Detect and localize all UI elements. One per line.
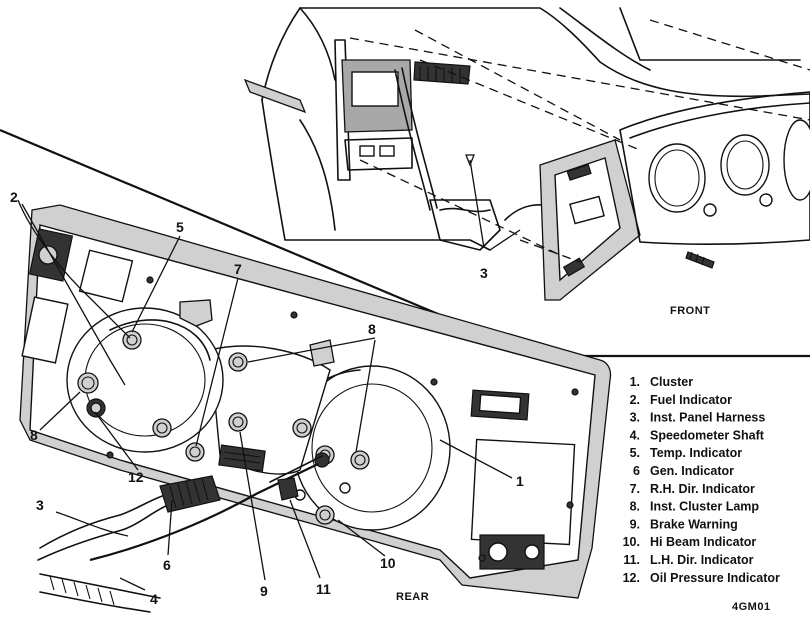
legend-number: 9.	[630, 517, 640, 531]
callout-8-left: 8	[30, 427, 38, 443]
legend-number: 3.	[630, 411, 640, 425]
legend-number: 7.	[630, 482, 640, 496]
legend-number: 2.	[630, 393, 640, 407]
rear-view	[17, 199, 612, 613]
callout-3-rear: 3	[36, 497, 44, 513]
front-label: FRONT	[670, 305, 710, 317]
legend-label: Brake Warning	[650, 517, 738, 531]
legend-number: 10.	[623, 535, 640, 549]
legend-label: Inst. Cluster Lamp	[650, 500, 759, 514]
legend-number: 6	[633, 464, 640, 478]
callout-4: 4	[150, 591, 158, 607]
legend-number: 8.	[630, 500, 640, 514]
legend-label: Oil Pressure Indicator	[650, 571, 780, 585]
legend-label: L.H. Dir. Indicator	[650, 553, 754, 567]
callout-12: 12	[128, 469, 144, 485]
figure-code: 4GM01	[732, 601, 771, 613]
callout-8-right: 8	[368, 321, 376, 337]
legend-number: 11.	[623, 553, 640, 567]
legend-label: Cluster	[650, 375, 693, 389]
legend-label: Gen. Indicator	[650, 464, 734, 478]
callout-3: 3	[480, 265, 488, 281]
rear-label: REAR	[396, 591, 429, 603]
legend-number: 1.	[630, 375, 640, 389]
legend-number: 5.	[630, 446, 640, 460]
legend-label: Inst. Panel Harness	[650, 411, 765, 425]
front-view: 3 FRONT	[243, 7, 810, 317]
callout-1: 1	[516, 473, 524, 489]
callout-6: 6	[163, 557, 171, 573]
callout-11: 11	[316, 581, 331, 597]
legend-label: R.H. Dir. Indicator	[650, 482, 755, 496]
callout-5: 5	[176, 219, 184, 235]
legend-label: Hi Beam Indicator	[650, 535, 756, 549]
legend-label: Temp. Indicator	[650, 446, 742, 460]
legend-label: Fuel Indicator	[650, 393, 732, 407]
callout-7: 7	[234, 261, 242, 277]
callout-9: 9	[260, 583, 268, 599]
parts-legend: 1. Cluster 2. Fuel Indicator 3. Inst. Panel H…	[623, 375, 780, 585]
callout-2: 2	[10, 189, 18, 205]
cluster-bulbs	[77, 330, 370, 525]
legend-number: 12.	[623, 571, 640, 585]
legend-label: Speedometer Shaft	[650, 428, 765, 442]
legend-number: 4.	[630, 428, 640, 442]
callout-10: 10	[380, 555, 396, 571]
